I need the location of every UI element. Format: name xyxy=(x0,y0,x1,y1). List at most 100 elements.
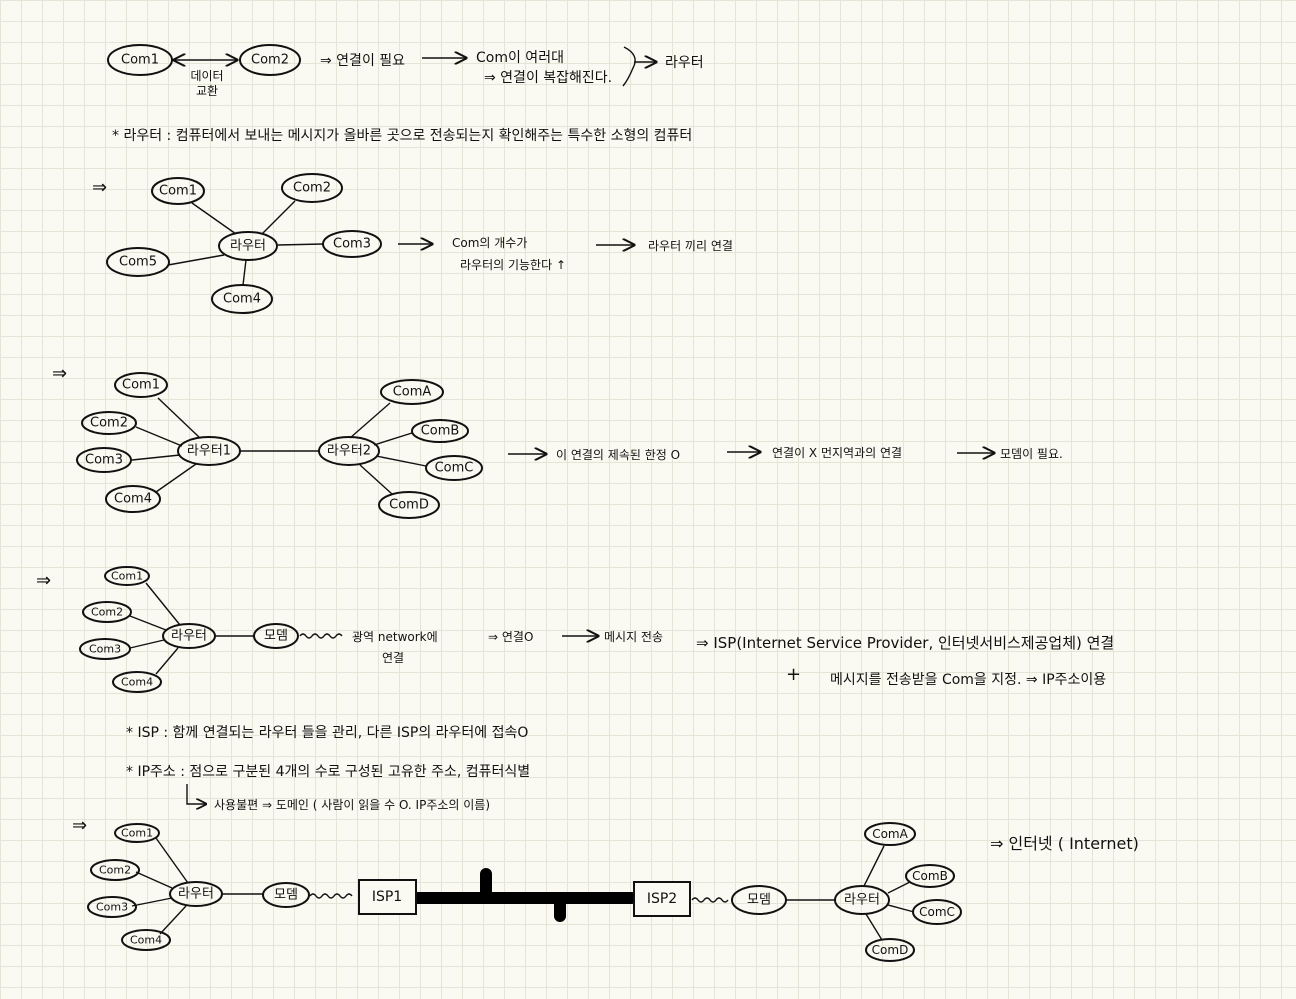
svg-text:모뎀: 모뎀 xyxy=(264,629,288,644)
exchange-label-2: 교환 xyxy=(196,84,218,98)
svg-text:Com5: Com5 xyxy=(119,255,157,270)
note-line-2: 라우터의 기능한다 ↑ xyxy=(460,258,566,272)
svg-text:Com1: Com1 xyxy=(111,570,143,583)
ip-definition: * IP주소 : 점으로 구분된 4개의 수로 구성된 고유한 주소, 컴퓨터식… xyxy=(126,764,530,780)
arrow-marker: ⇒ xyxy=(92,177,107,198)
edge xyxy=(155,837,189,884)
node-com1: Com1 xyxy=(114,823,160,843)
section-1: Com1 Com2 데이터 교환 ⇒ 연결이 필요 Com이 여러대 ⇒ 연결이… xyxy=(107,44,704,98)
svg-text:Com3: Com3 xyxy=(85,453,123,468)
brace xyxy=(622,46,636,87)
svg-text:ComD: ComD xyxy=(389,498,429,513)
svg-text:Com1: Com1 xyxy=(121,53,159,68)
edge xyxy=(135,871,173,889)
edge xyxy=(887,904,915,913)
isp-1-box: ISP1 xyxy=(358,879,417,915)
node-com-d: ComD xyxy=(378,491,440,519)
edge xyxy=(277,243,324,246)
router-definition: * 라우터 : 컴퓨터에서 보내는 메시지가 올바른 곳으로 전송되는지 확인해… xyxy=(112,128,692,144)
exchange-label-1: 데이터 xyxy=(190,69,223,83)
edge xyxy=(359,464,393,495)
wan-line-1: 광역 network에 xyxy=(352,630,438,644)
svg-text:Com4: Com4 xyxy=(114,492,152,507)
node-com2: Com2 xyxy=(81,411,137,435)
node-router: 라우터 xyxy=(162,623,216,649)
svg-text:ComB: ComB xyxy=(421,424,460,439)
node-com4: Com4 xyxy=(105,485,161,513)
svg-text:ComA: ComA xyxy=(393,385,432,400)
svg-text:Com3: Com3 xyxy=(333,237,371,252)
section-4: ⇒ 라우터 모뎀 Com1 Com2 Com3 Com4 xyxy=(36,566,1114,693)
edge xyxy=(145,582,181,626)
edge xyxy=(373,432,413,446)
node-router: 라우터 xyxy=(218,231,278,261)
edge xyxy=(131,454,181,461)
edge xyxy=(131,897,173,907)
svg-text:Com1: Com1 xyxy=(121,827,153,840)
note-1: 이 연결의 제속된 한정 O xyxy=(556,448,680,462)
svg-text:ComB: ComB xyxy=(912,869,948,883)
svg-text:모뎀: 모뎀 xyxy=(747,893,771,908)
many-coms: Com이 여러대 xyxy=(476,50,564,66)
node-com1: Com1 xyxy=(107,44,173,76)
svg-text:Com3: Com3 xyxy=(89,643,121,656)
svg-text:Com3: Com3 xyxy=(96,901,128,914)
node-modem: 모뎀 xyxy=(253,623,299,649)
edge xyxy=(261,200,296,235)
node-com3: Com3 xyxy=(76,447,132,473)
svg-text:Com2: Com2 xyxy=(293,181,331,196)
section-3: ⇒ 라우터1 라우터2 Com1 Com2 Com3 xyxy=(52,363,1063,519)
node-com-c: ComC xyxy=(912,899,962,925)
note-2: 연결이 X 먼지역과의 연결 xyxy=(772,446,902,460)
node-com4: Com4 xyxy=(211,284,273,314)
svg-text:라우터2: 라우터2 xyxy=(327,444,371,459)
router-label: 라우터 xyxy=(665,55,704,71)
svg-text:ComC: ComC xyxy=(435,461,474,476)
internet-backbone xyxy=(412,868,638,922)
edge xyxy=(242,259,247,286)
edge xyxy=(155,463,197,493)
node-com3: Com3 xyxy=(87,896,137,918)
elbow-arrow xyxy=(186,784,206,804)
node-com5: Com5 xyxy=(106,247,170,277)
modem-wave-right xyxy=(691,897,729,903)
arrow-marker: ⇒ xyxy=(36,570,51,591)
svg-text:Com2: Com2 xyxy=(91,606,123,619)
internet-label: ⇒ 인터넷 ( Internet) xyxy=(990,834,1139,853)
node-com1: Com1 xyxy=(104,566,150,586)
connected: ⇒ 연결O xyxy=(488,630,533,644)
svg-text:모뎀: 모뎀 xyxy=(274,888,298,903)
edge xyxy=(157,397,201,439)
svg-text:라우터: 라우터 xyxy=(230,239,266,254)
node-com3: Com3 xyxy=(322,230,382,258)
svg-text:Com2: Com2 xyxy=(99,864,131,877)
node-com4: Com4 xyxy=(121,929,171,951)
section-5: ⇒ 라우터 모뎀 Com1 Com2 Com3 Com4 xyxy=(72,815,1139,962)
svg-text:Com1: Com1 xyxy=(159,184,197,199)
node-modem: 모뎀 xyxy=(262,882,310,908)
node-com1: Com1 xyxy=(151,177,205,205)
node-com2: Com2 xyxy=(239,44,301,76)
send-message: 메시지 전송 xyxy=(604,630,663,644)
node-router-2: 라우터2 xyxy=(318,436,380,466)
edge xyxy=(129,615,167,631)
svg-text:Com2: Com2 xyxy=(90,416,128,431)
isp-2-box: ISP2 xyxy=(633,881,691,917)
note-3: 모뎀이 필요. xyxy=(1000,447,1063,461)
router-interconnect: 라우터 끼리 연결 xyxy=(648,239,733,253)
edge xyxy=(191,202,237,235)
node-com-d: ComD xyxy=(865,938,915,962)
node-router: 라우터 xyxy=(169,881,223,907)
edge xyxy=(155,647,179,675)
complex-connection: ⇒ 연결이 복잡해진다. xyxy=(484,70,612,86)
modem-wave xyxy=(299,633,343,639)
svg-text:ComA: ComA xyxy=(872,827,908,841)
note-line-1: Com의 개수가 xyxy=(452,236,527,250)
svg-text:ISP2: ISP2 xyxy=(647,891,677,907)
node-com-b: ComB xyxy=(905,864,955,888)
node-com1: Com1 xyxy=(114,372,168,398)
section-2: ⇒ 라우터 Com1 Com2 Com3 Com5 Com4 xyxy=(92,173,733,314)
arrow-marker: ⇒ xyxy=(72,815,87,836)
need-connection: ⇒ 연결이 필요 xyxy=(320,53,405,69)
